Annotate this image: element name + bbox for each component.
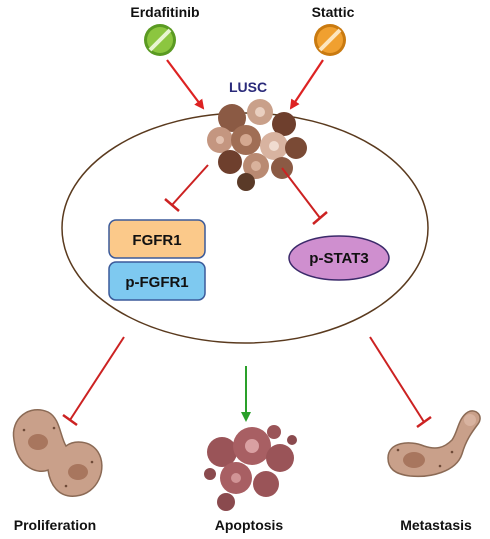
stattic-label: Stattic xyxy=(312,4,355,20)
dividing-cell-icon xyxy=(12,409,103,497)
pstat3-ellipse xyxy=(288,235,390,281)
apoptosis-label: Apoptosis xyxy=(215,517,284,533)
orange-pill-icon xyxy=(314,24,346,56)
green-pill-icon xyxy=(144,24,176,56)
erdafitinib-label: Erdafitinib xyxy=(130,4,199,20)
migrating-cell-icon xyxy=(387,410,481,478)
fgfr1-box xyxy=(108,219,206,259)
inhibit-fgfr1-line xyxy=(164,164,209,212)
lusc-label: LUSC xyxy=(229,79,267,95)
pfgfr1-label: p-FGFR1 xyxy=(125,274,188,291)
metastasis-label: Metastasis xyxy=(400,517,472,533)
fgfr1-label: FGFR1 xyxy=(132,232,181,249)
tumor-cluster-icon xyxy=(207,99,307,191)
inhibit-pstat3-line xyxy=(281,167,328,225)
inhibit-metastasis-line xyxy=(369,336,432,429)
inhibit-proliferation-line xyxy=(62,336,125,427)
pfgfr1-box xyxy=(108,261,206,301)
proliferation-label: Proliferation xyxy=(14,517,96,533)
pstat3-label: p-STAT3 xyxy=(309,250,368,267)
apoptotic-cell-icon xyxy=(204,425,297,511)
erdafitinib-arrow xyxy=(166,59,205,110)
stattic-arrow xyxy=(289,59,324,110)
